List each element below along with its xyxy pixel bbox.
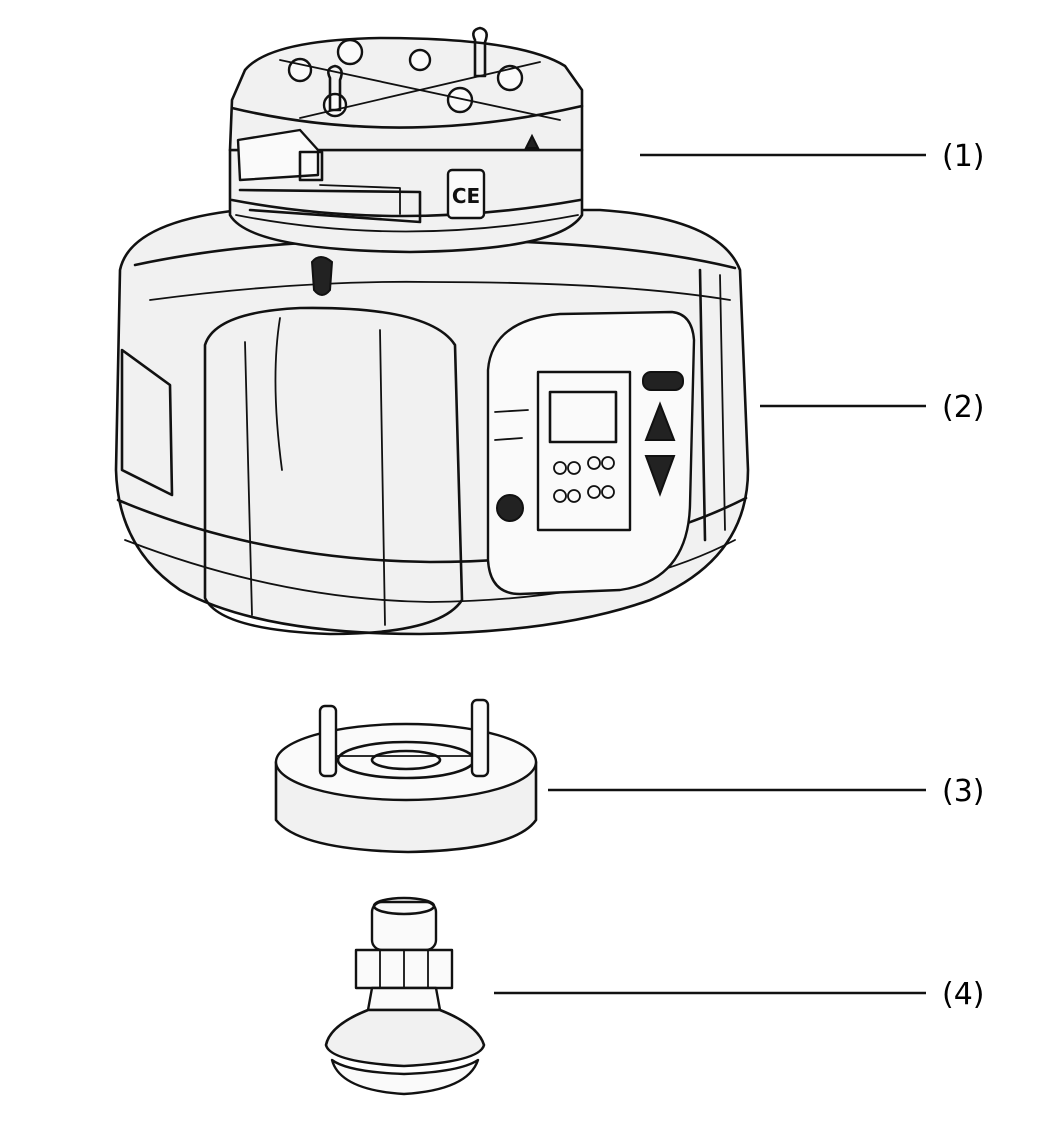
display-panel <box>486 310 696 596</box>
status-led-icon <box>496 494 524 522</box>
suction-cup-fitting <box>324 896 486 1096</box>
callout-label-4: (4) <box>942 977 985 1012</box>
mounting-flange <box>274 698 538 854</box>
callout-label-3: (3) <box>942 774 985 809</box>
lcd-screen <box>548 390 618 444</box>
arrow-down-icon <box>644 455 676 497</box>
keypad-keys <box>553 456 615 503</box>
callout-label-2: (2) <box>942 390 985 425</box>
arrow-up-icon <box>644 401 676 441</box>
callout-label-1: (1) <box>942 139 985 174</box>
brand-badge <box>642 371 684 391</box>
ce-mark: CE <box>452 184 480 208</box>
keypad-frame <box>536 370 632 532</box>
connector-head: CE <box>228 26 584 254</box>
ce-plate <box>446 168 486 220</box>
main-housing <box>114 208 750 636</box>
